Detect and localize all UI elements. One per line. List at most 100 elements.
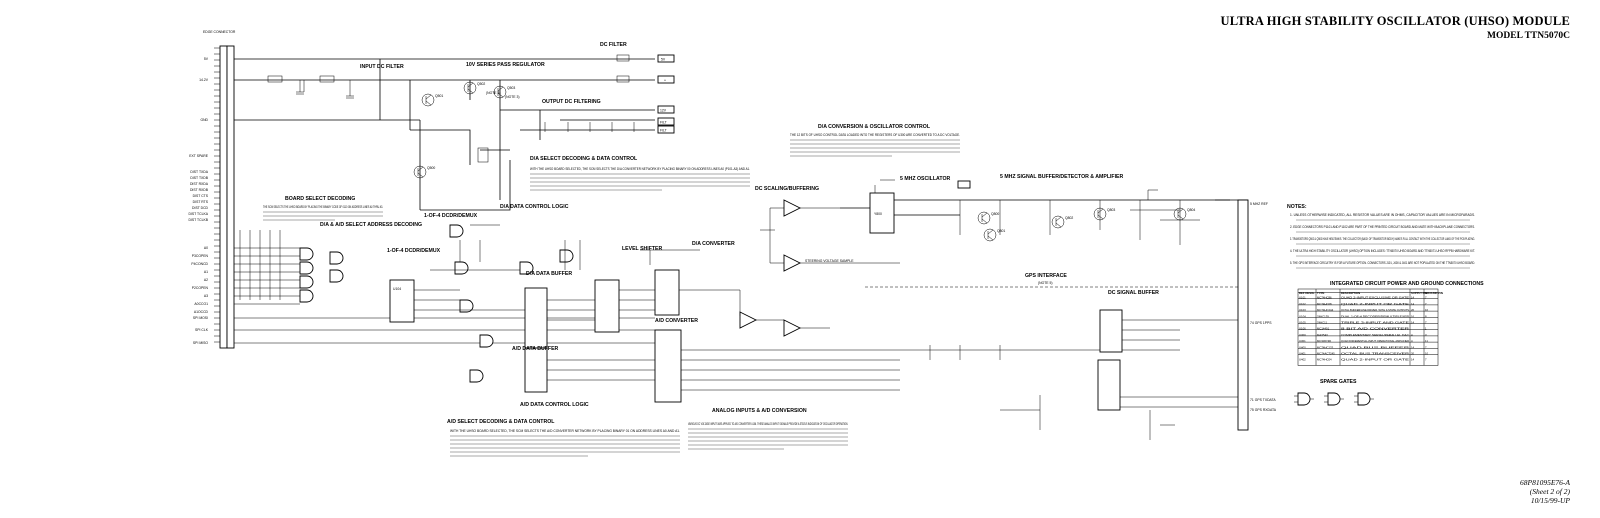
- decoder-b-title: 1-OF-4 DCDR/DEMUX: [424, 213, 478, 219]
- gps-note: (NOTE 5): [1038, 281, 1053, 285]
- table-cell: COMPLEMENTARY SERIAL/PARALLEL DAC: [1341, 333, 1409, 337]
- table-frame: [1297, 288, 1439, 366]
- gps-txd-output: 71 GPS TXDATA: [1250, 398, 1276, 402]
- table-header-cell: TYPE: [1317, 291, 1324, 295]
- connector-signal-label: DIST TCLKA: [189, 212, 209, 216]
- transistor-symbol: [983, 228, 997, 242]
- transistor-leads: [1055, 216, 1062, 228]
- da-ad-select-title: D/A & A/D SELECT ADDRESS DECODING: [320, 222, 422, 228]
- connector-signal-label: DIST RTS: [193, 200, 209, 204]
- notes-title: NOTES:: [1287, 204, 1307, 210]
- notes-list: 1. UNLESS OTHERWISE INDICATED, ALL RESIS…: [1290, 213, 1475, 269]
- table-cell: 4: [1411, 339, 1413, 343]
- da-converter-title: D/A CONVERTER: [692, 241, 735, 247]
- table-cell: U101: [1299, 296, 1306, 300]
- table-cell: 20: [1411, 308, 1415, 312]
- table-cell: U103: [1299, 308, 1306, 312]
- transistor-label: Q503: [507, 86, 515, 90]
- ic-table-title: INTEGRATED CIRCUIT POWER AND GROUND CONN…: [1330, 281, 1484, 287]
- logic-gate: [459, 299, 474, 313]
- connector-signal-label: DIST TXDB: [190, 176, 208, 180]
- table-cell: 14: [1411, 321, 1415, 325]
- spare-gate: [1297, 392, 1311, 406]
- output-dc-filtering-title: OUTPUT DC FILTERING: [542, 99, 601, 105]
- connector-signal-label: A0CCO1: [194, 302, 208, 306]
- connector-signal-label: P4CONCD: [191, 262, 208, 266]
- decoder-title: 1-OF-4 DCDR/DEMUX: [387, 248, 441, 254]
- spare-gate-leads: [1324, 395, 1344, 403]
- table-header-cell: REF DESIG.: [1299, 291, 1315, 295]
- note-item: 5. THE GPS INTERFACE CIRCUITRY IS FOR A …: [1290, 261, 1475, 265]
- table-cell: 7: [1425, 296, 1427, 300]
- table-cell: 14: [1411, 302, 1415, 306]
- logic-gate: [329, 251, 344, 265]
- logic-gate: [329, 269, 344, 283]
- table-cell: 14: [1411, 296, 1415, 300]
- table-cell: 8: [1425, 314, 1427, 318]
- table-cell: 1: [1425, 327, 1427, 331]
- spare-gate: [1357, 392, 1371, 406]
- transistor-symbol: [463, 81, 477, 95]
- analog-desc: VARIOUS DC VOLTAGE INPUTS ARE APPLIED TO…: [688, 422, 848, 426]
- connector-signal-label: SPI MOSI: [193, 316, 208, 320]
- table-cell: 7: [1425, 321, 1427, 325]
- gps-rxd-output: 75 GPS RXDATA: [1250, 408, 1277, 412]
- table-cell: U402: [1299, 358, 1306, 362]
- table-cell: 74HC11: [1317, 321, 1327, 325]
- connector-signal-label: A3: [204, 294, 208, 298]
- table-cell: U104: [1299, 314, 1306, 318]
- paragraph-text-lines: [263, 139, 960, 457]
- table-cell: 4: [1411, 333, 1413, 337]
- ad-select-desc: WITH THE UHSO BOARD SELECTED, THE SCM SE…: [450, 429, 680, 433]
- digital-section: U104: [234, 199, 900, 403]
- da-conversion-title: D/A CONVERSION & OSCILLATOR CONTROL: [818, 124, 931, 130]
- transistor-label: Q800: [991, 212, 999, 216]
- connector-signal-label: DIST RXDB: [190, 188, 209, 192]
- oscillator-section: [840, 179, 1249, 431]
- transistor-label: Q802: [1065, 216, 1073, 220]
- ad-data-ctrl-title: A/D DATA CONTROL LOGIC: [520, 402, 589, 408]
- transistor-leads: [981, 212, 988, 224]
- table-cell: U301: [1299, 339, 1306, 343]
- table-cell: U401: [1299, 352, 1306, 356]
- logic-gate: [299, 261, 314, 275]
- transistor-symbol: [421, 93, 435, 107]
- table-cell: QUAD 2-INPUT OR GATE: [1341, 302, 1409, 306]
- note3-ref-b: (NOTE 3): [505, 95, 520, 99]
- table-cell: 16: [1411, 314, 1415, 318]
- spare-gate-leads: [1294, 395, 1314, 403]
- connector-label: EDGE CONNECTOR: [203, 30, 236, 34]
- table-cell: 74HC139: [1317, 314, 1329, 318]
- table-cell: U105: [1299, 321, 1306, 325]
- transistor-symbol: [977, 211, 991, 225]
- connector-signal-label: EXT SPARE: [189, 154, 208, 158]
- transistor-leads: [425, 94, 432, 106]
- table-cell: 14: [1411, 345, 1415, 349]
- connector-signal-label: GND: [200, 118, 208, 122]
- output-plus-a-label: +: [664, 79, 666, 83]
- connector-signal-label: A0: [204, 246, 208, 250]
- level-shifter-title: LEVEL SHIFTER: [622, 246, 663, 252]
- connector-signal-label: P2COPEN: [192, 286, 209, 290]
- spare-gates-group: [1294, 392, 1374, 406]
- transistor-label: Q803: [1107, 208, 1115, 212]
- table-header-cell: GROUND PIN: [1425, 291, 1443, 295]
- table-cell: DUAL 1-OF-4 DECODER/DEMULTIPLEXER: [1341, 314, 1409, 318]
- transistor-symbol: [493, 85, 507, 99]
- table-cell: 20: [1411, 352, 1415, 356]
- note-item: 3. TRANSISTORS Q502 & Q503 HAVE HEATSINK…: [1290, 237, 1475, 241]
- ad-converter-title: A/D CONVERTER: [655, 318, 698, 324]
- transistor-leads: [497, 86, 504, 98]
- connector-signal-label: SPI CLK: [195, 328, 209, 332]
- da-select-title: D/A SELECT DECODING & DATA CONTROL: [530, 156, 638, 162]
- transistor-symbol: [413, 165, 427, 179]
- connector-signal-label: A2: [204, 278, 208, 282]
- board-select-title: BOARD SELECT DECODING: [285, 196, 355, 202]
- connector-signal-label: DIST TXDA: [190, 170, 208, 174]
- power-bus: 5V + 12V FILT FILT: [234, 54, 675, 211]
- output-filt-b-label: FILT: [660, 129, 667, 133]
- transistor-leads: [987, 229, 994, 241]
- logic-gate: [299, 275, 314, 289]
- transistor-label: Q801: [997, 229, 1005, 233]
